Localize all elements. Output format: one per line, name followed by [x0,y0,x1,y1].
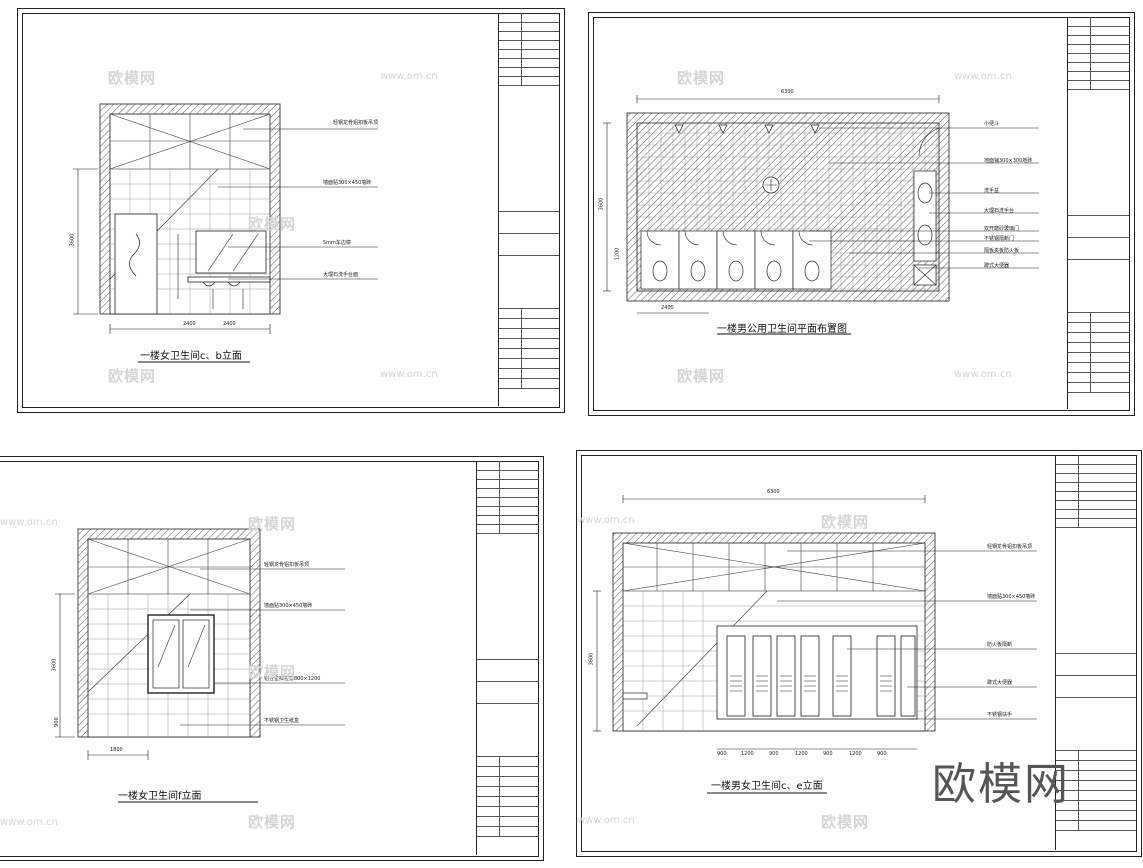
watermark-url: www.om.cn [577,815,635,826]
sheet-4-annotation-wall-tile: 墙面贴300×450墙砖 [987,594,1036,600]
watermark-brand: 欧模网 [108,367,157,385]
sheet-4-dim-width: 6300 [767,489,780,495]
sheet-4-annotation-partition: 防火板隔断 [987,642,1013,648]
sheet-4-dim-seg-5: 900 [823,751,833,757]
watermark-url: www.om.cn [0,517,58,528]
watermark-brand: 欧模网 [821,813,870,831]
sheet-3-dim-sill: 900 [53,717,60,727]
sheet-4-title: 一楼男女卫生间c、e立面 [711,781,823,792]
sheet-1-frame [22,13,560,408]
watermark-url: www.om.cn [0,817,58,828]
sheet-3-annotation-ceiling: 轻钢龙骨铝扣板吊顶 [264,562,310,568]
sheet-4-dim-seg-7: 900 [877,751,887,757]
drawing-sheet-2: 小便斗 地面铺300×300地砖 洗手盆 大理石洗手台 双开磨砂玻璃门 不锈钢隔… [588,12,1135,416]
sheet-2-dim-width: 6300 [781,89,794,95]
sheet-3-dim-height: 3600 [51,658,58,672]
sheet-1-dim-width: 2400 [183,321,196,327]
sheet-3-dim-width: 1800 [110,747,123,753]
watermark-url: www.om.cn [954,369,1012,380]
sheet-1-annotation-mirror: 5mm车边镜 [323,240,351,246]
sheet-1-dim-width-2: 2400 [223,321,236,327]
sheet-2-annotation-urinal: 小便斗 [984,121,1000,127]
sheet-1-annotation-wall-tile: 墙面贴300×450墙砖 [323,180,372,186]
sheet-2-dim-bottom: 2400 [661,305,674,311]
sheet-2-annotation-stall-door: 不锈钢隔断门 [984,236,1015,242]
watermark-url: www.om.cn [954,71,1012,82]
sheet-3-annotation-window: 铝合金推拉窗800×1200 [264,676,321,682]
sheet-2-annotation-squat-toilet: 蹲式大便器 [984,263,1010,269]
brand-logo: 欧模网 [932,759,1070,810]
sheet-2-dim-stall: 1200 [614,247,621,261]
sheet-4-annotation-ceiling: 轻钢龙骨铝扣板吊顶 [987,544,1033,550]
sheet-4-dim-seg-1: 900 [717,751,727,757]
sheet-1-title: 一楼女卫生间c、b立面 [140,351,242,362]
sheet-2-title-block [1067,17,1129,409]
sheet-2-frame [593,17,1130,411]
sheet-4-title-block [1055,455,1136,850]
sheet-3-annotation-tissue-box: 不锈钢卫生纸盒 [264,718,300,724]
sheet-1-elevation [73,103,378,363]
sheet-3-title-block [476,461,539,855]
sheet-2-title: 一楼男公用卫生间平面布置图 [717,324,847,335]
watermark-brand: 欧模网 [248,663,297,681]
sheet-4-annotation-toilet: 蹲式大便器 [987,680,1013,686]
drawing-sheet-1: 轻钢龙骨铝扣板吊顶 墙面贴300×450墙砖 5mm车边镜 大理石洗手台面 36… [17,8,565,413]
sheet-2-dim-height: 3600 [598,197,605,211]
sheet-4-elevation [593,495,1037,794]
sheet-1-annotation-counter: 大理石洗手台面 [323,272,359,278]
sheet-2-annotation-glass-door: 双开磨砂玻璃门 [984,226,1020,232]
sheet-1-annotation-ceiling: 轻钢龙骨铝扣板吊顶 [333,120,379,126]
sheet-2-annotation-basin: 洗手盆 [984,188,1000,194]
sheet-2-floor-plan [603,95,1039,335]
watermark-url: www.om.cn [380,369,438,380]
watermark-brand: 欧模网 [248,813,297,831]
watermark-brand: 欧模网 [677,367,726,385]
watermark-brand: 欧模网 [108,69,157,87]
watermark-brand: 欧模网 [821,513,870,531]
drawing-sheet-3: 轻钢龙骨铝扣板吊顶 墙面贴300×450墙砖 铝合金推拉窗800×1200 不锈… [0,456,544,861]
sheet-2-annotation-floor-tile: 地面铺300×300地砖 [984,158,1033,164]
sheet-4-dim-seg-2: 1200 [741,751,754,757]
sheet-4-dim-seg-3: 900 [769,751,779,757]
watermark-brand: 欧模网 [248,215,297,233]
sheet-2-annotation-counter: 大理石洗手台 [984,208,1015,214]
drawing-sheet-4: 轻钢龙骨铝扣板吊顶 墙面贴300×450墙砖 防火板隔断 蹲式大便器 不锈钢扶手… [576,450,1142,857]
sheet-4-dim-seg-4: 1200 [795,751,808,757]
sheet-4-dim-seg-6: 1200 [849,751,862,757]
watermark-brand: 欧模网 [677,69,726,87]
sheet-3-annotation-wall-tile: 墙面贴300×450墙砖 [264,603,313,609]
watermark-url: www.om.cn [577,515,635,526]
sheet-4-annotation-handrail: 不锈钢扶手 [987,712,1013,718]
sheet-4-frame [581,455,1137,852]
sheet-3-title: 一楼女卫生间f立面 [118,791,202,802]
sheet-1-title-block [498,13,559,406]
sheet-3-elevation [55,528,345,803]
watermark-brand: 欧模网 [248,515,297,533]
watermark-url: www.om.cn [380,71,438,82]
sheet-2-annotation-partition: 隔板夹板防火板 [984,248,1020,254]
sheet-4-dim-height: 3600 [588,652,595,666]
sheet-1-dim-height: 3600 [69,233,76,247]
